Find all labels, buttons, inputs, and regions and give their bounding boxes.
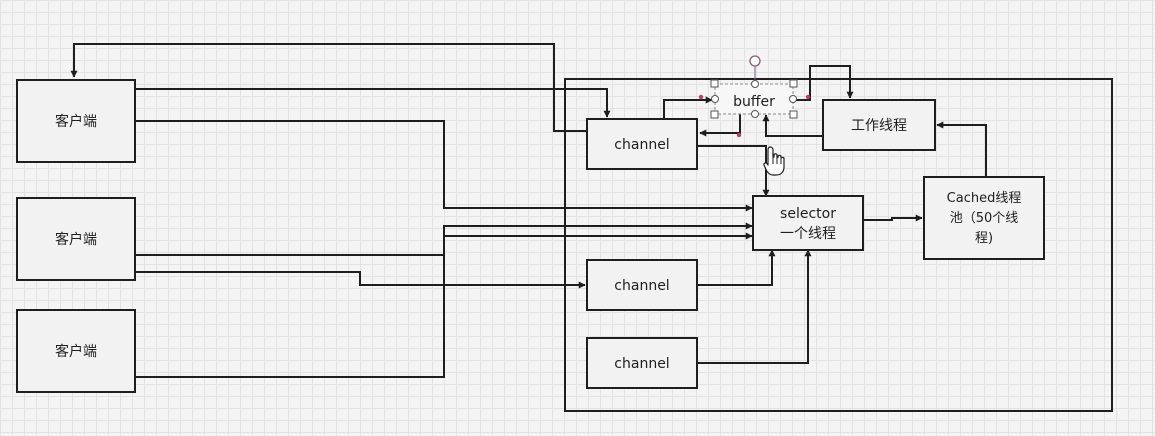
client-1-label: 客户端 <box>55 113 97 130</box>
edge-buffer-to-worker[interactable] <box>796 65 854 101</box>
buffer-label: buffer <box>733 94 775 110</box>
selector-thread[interactable]: selector 一个线程 <box>752 195 864 251</box>
edge-channel-to-buffer[interactable] <box>663 96 713 119</box>
edge-client2-to-channel-mid[interactable] <box>136 271 586 289</box>
edges <box>70 43 987 378</box>
edge-channel-to-selector[interactable] <box>698 145 770 197</box>
client-2-label: 客户端 <box>55 231 97 248</box>
client-2[interactable]: 客户端 <box>16 197 136 281</box>
channel-top[interactable]: channel <box>586 118 698 170</box>
client-3-label: 客户端 <box>55 343 97 360</box>
pool-label-line1: Cached线程 <box>947 191 1022 206</box>
edge-client3-to-selector[interactable] <box>136 232 753 378</box>
channel-bottom[interactable]: channel <box>586 337 698 389</box>
edge-channel-to-client1[interactable] <box>70 43 587 132</box>
channel-mid-label: channel <box>614 278 669 294</box>
cached-thread-pool[interactable]: Cached线程 池（50个线 程) <box>923 176 1045 260</box>
hand-pointer-icon <box>763 146 785 176</box>
client-1[interactable]: 客户端 <box>16 79 136 163</box>
edge-channel-bottom-to-selector[interactable] <box>698 249 812 364</box>
server-container[interactable] <box>564 78 1113 412</box>
edge-buffer-to-channel[interactable] <box>699 113 741 137</box>
channel-bottom-label: channel <box>614 356 669 372</box>
edge-pool-to-worker[interactable] <box>936 121 987 176</box>
selector-label-line2: 一个线程 <box>780 226 836 242</box>
edge-selector-to-pool[interactable] <box>864 214 923 222</box>
worker-thread[interactable]: 工作线程 <box>822 99 936 151</box>
client-3[interactable]: 客户端 <box>16 309 136 393</box>
selection-handles[interactable] <box>698 55 811 138</box>
channel-mid[interactable]: channel <box>586 259 698 311</box>
buffer-node[interactable]: buffer <box>698 55 811 138</box>
edge-client1-to-channel[interactable] <box>136 88 611 118</box>
pool-label-line2: 池（50个线 <box>950 211 1019 226</box>
worker-thread-label: 工作线程 <box>851 118 907 134</box>
pool-label-line3: 程) <box>975 231 993 246</box>
edge-channel-mid-to-selector[interactable] <box>698 249 776 286</box>
edge-worker-to-buffer[interactable] <box>762 114 822 137</box>
selector-label-line1: selector <box>780 206 836 222</box>
channel-top-label: channel <box>614 137 669 153</box>
edge-client1-to-selector[interactable] <box>136 120 753 212</box>
rotate-handle[interactable] <box>749 55 761 67</box>
